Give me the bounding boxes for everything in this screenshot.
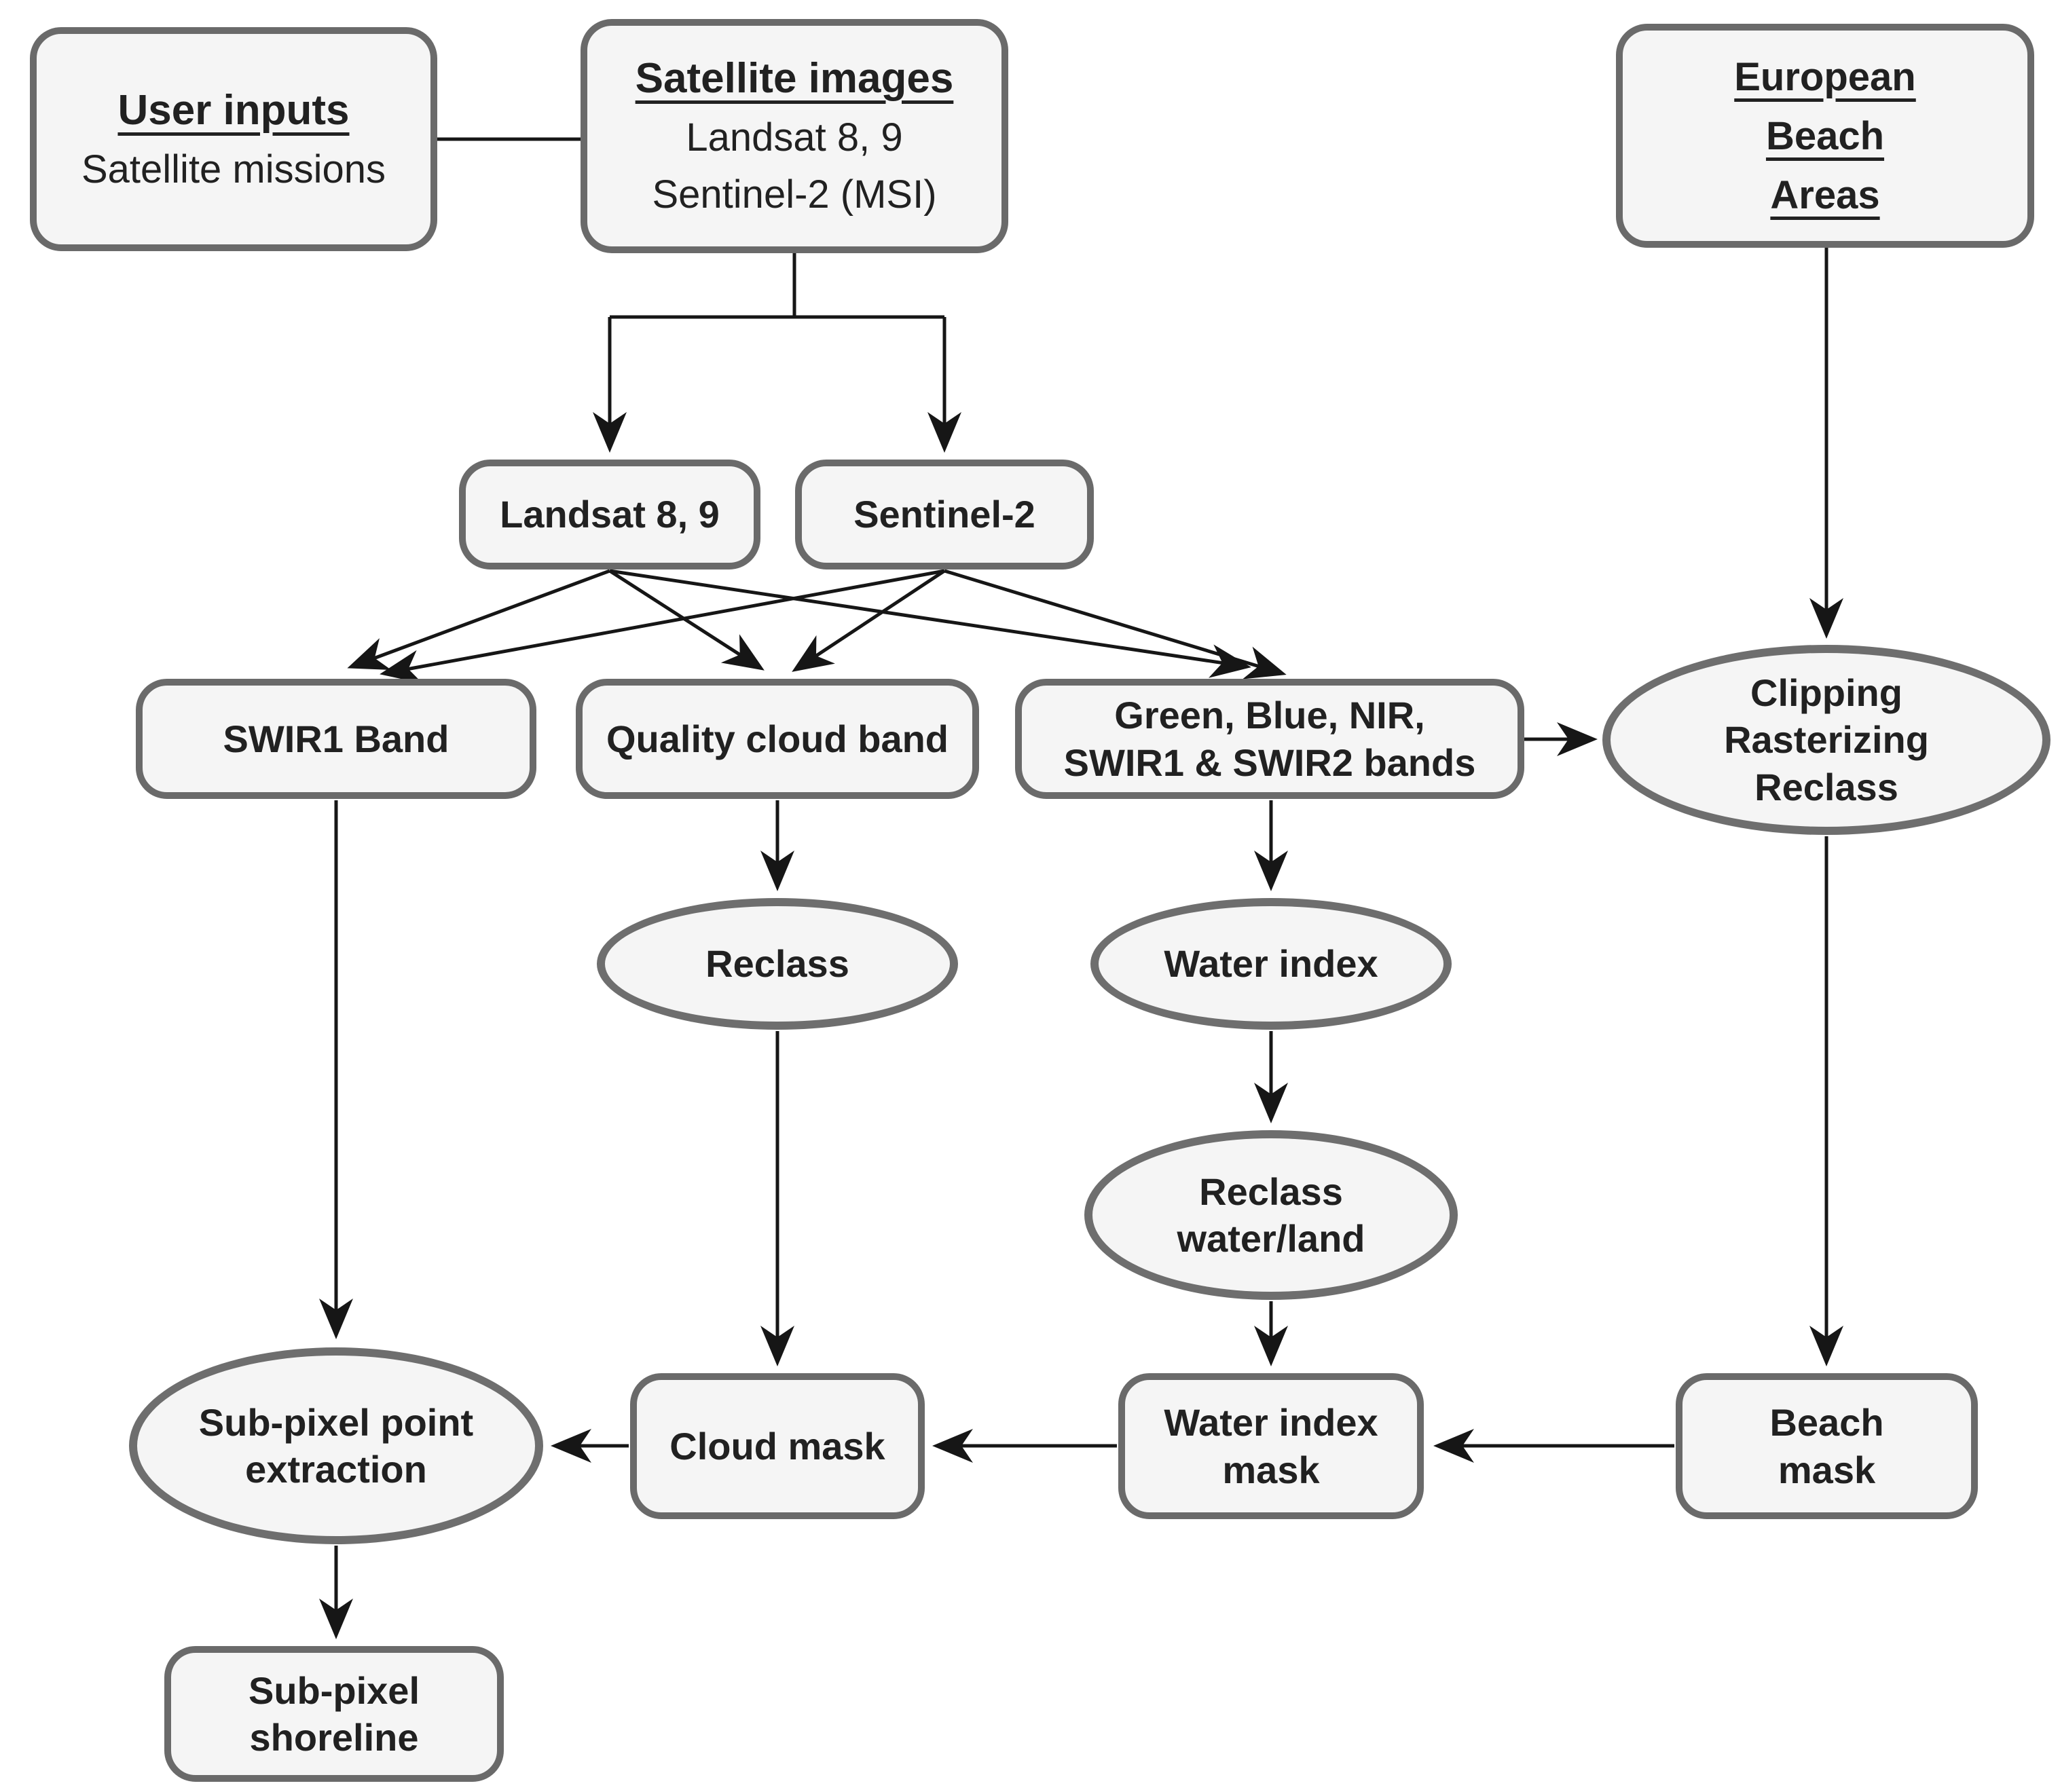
node-clipping-line2: Rasterizing <box>1724 718 1929 762</box>
node-quality-cloud-band: Quality cloud band <box>576 679 979 799</box>
node-landsat-label: Landsat 8, 9 <box>500 493 720 536</box>
edge-sentinel-swir1 <box>380 569 945 684</box>
edge-landsat-swir1 <box>347 569 610 671</box>
node-european-line3: Areas <box>1770 172 1880 217</box>
node-water-index-mask: Water index mask <box>1118 1373 1424 1519</box>
node-clipping-rasterizing-reclass: Clipping Rasterizing Reclass <box>1602 645 2050 835</box>
node-clipping-line3: Reclass <box>1754 765 1898 808</box>
node-quality-label: Quality cloud band <box>606 717 949 760</box>
node-clipping-line1: Clipping <box>1750 671 1902 714</box>
node-waterindexmask-line1: Water index <box>1164 1401 1378 1444</box>
node-water-index: Water index <box>1090 898 1452 1030</box>
edge-sentinel-bands <box>944 569 1287 679</box>
node-waterindexmask-line2: mask <box>1222 1448 1320 1491</box>
node-sub-pixel-shoreline: Sub-pixel shoreline <box>164 1646 504 1782</box>
node-reclass-water-land: Reclass water/land <box>1084 1130 1458 1300</box>
node-satellite-images: Satellite images Landsat 8, 9 Sentinel-2… <box>581 19 1008 253</box>
node-satellite-images-title: Satellite images <box>635 55 954 102</box>
node-subpixelpoint-line2: extraction <box>245 1448 427 1491</box>
node-european-line1: European <box>1734 54 1916 99</box>
node-satellite-images-line2: Landsat 8, 9 <box>686 115 903 160</box>
node-shoreline-line2: shoreline <box>249 1716 419 1759</box>
node-bands-line2: SWIR1 & SWIR2 bands <box>1063 741 1476 784</box>
node-sentinel-2: Sentinel-2 <box>795 460 1094 570</box>
node-swir1-band: SWIR1 Band <box>136 679 536 799</box>
node-subpixelpoint-line1: Sub-pixel point <box>198 1400 474 1444</box>
node-swir1-label: SWIR1 Band <box>223 717 449 760</box>
node-bands-line1: Green, Blue, NIR, <box>1114 694 1425 737</box>
node-european-line2: Beach <box>1765 113 1885 158</box>
node-waterland-line2: water/land <box>1177 1217 1365 1260</box>
node-user-inputs-subtitle: Satellite missions <box>81 147 386 191</box>
node-reclass: Reclass <box>597 898 958 1030</box>
node-reclass-label: Reclass <box>705 942 849 986</box>
node-waterland-line1: Reclass <box>1199 1170 1343 1213</box>
node-european-beach-areas: European Beach Areas <box>1616 24 2034 248</box>
node-satellite-images-line3: Sentinel-2 (MSI) <box>652 172 937 217</box>
node-landsat-8-9: Landsat 8, 9 <box>459 460 760 570</box>
node-sentinel-label: Sentinel-2 <box>853 493 1035 536</box>
node-user-inputs: User inputs Satellite missions <box>30 27 437 251</box>
node-beachmask-line2: mask <box>1778 1448 1876 1491</box>
node-beachmask-line1: Beach <box>1769 1401 1884 1444</box>
node-cloudmask-label: Cloud mask <box>669 1424 885 1468</box>
node-shoreline-line1: Sub-pixel <box>248 1668 420 1712</box>
node-sub-pixel-point-extraction: Sub-pixel point extraction <box>129 1347 543 1544</box>
node-multispectral-bands: Green, Blue, NIR, SWIR1 & SWIR2 bands <box>1015 679 1524 799</box>
node-user-inputs-title: User inputs <box>117 87 350 134</box>
node-beach-mask: Beach mask <box>1676 1373 1978 1519</box>
node-cloud-mask: Cloud mask <box>630 1373 925 1519</box>
edge-sentinel-quality <box>792 569 946 672</box>
node-water-index-label: Water index <box>1164 942 1378 986</box>
edge-landsat-bands <box>609 569 1251 678</box>
